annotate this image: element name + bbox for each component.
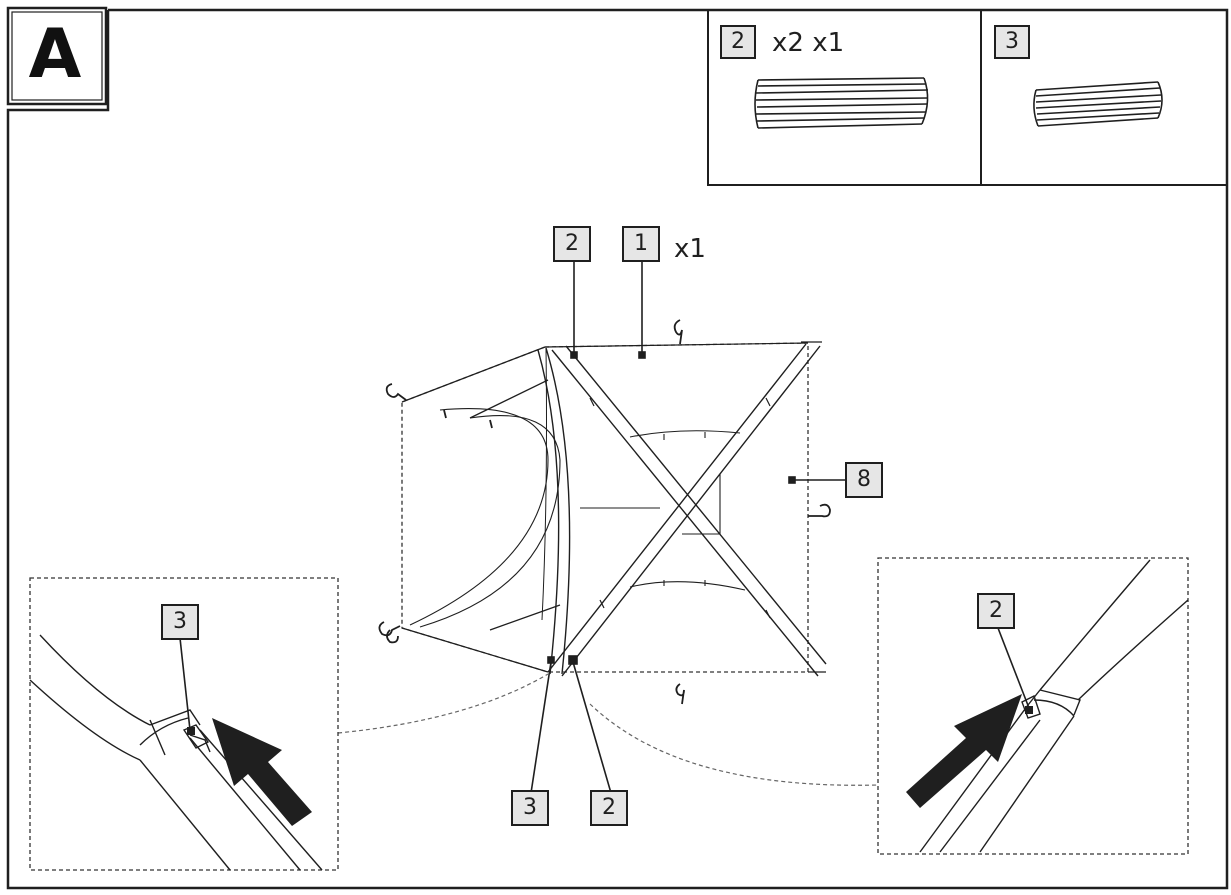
quantity-x1: x1 <box>674 234 706 264</box>
part-quantity-2: x2 x1 <box>772 28 845 58</box>
pole-bundle-short <box>1033 81 1163 127</box>
callout-2-detail-right: 2 <box>977 593 1015 629</box>
callout-leaders <box>530 262 845 794</box>
callout-3-bottom: 3 <box>511 790 549 826</box>
part-label-2-panel: 2 <box>720 25 756 59</box>
parts-panel <box>707 9 1228 186</box>
step-letter: A <box>28 14 82 94</box>
outer-frame <box>6 8 1229 890</box>
detail-left-panel <box>29 577 339 871</box>
detail-right-panel <box>877 557 1189 855</box>
callout-1-top: 1 <box>622 226 660 262</box>
step-badge-frame <box>6 6 108 106</box>
callout-8-right: 8 <box>845 462 883 498</box>
tent-drawing <box>378 319 831 705</box>
pole-bundle-long <box>754 77 929 129</box>
detail-connectors <box>337 673 879 786</box>
callout-3-detail-left: 3 <box>161 604 199 640</box>
part-label-3-panel: 3 <box>994 25 1030 59</box>
callout-2-top: 2 <box>553 226 591 262</box>
callout-2-bottom: 2 <box>590 790 628 826</box>
